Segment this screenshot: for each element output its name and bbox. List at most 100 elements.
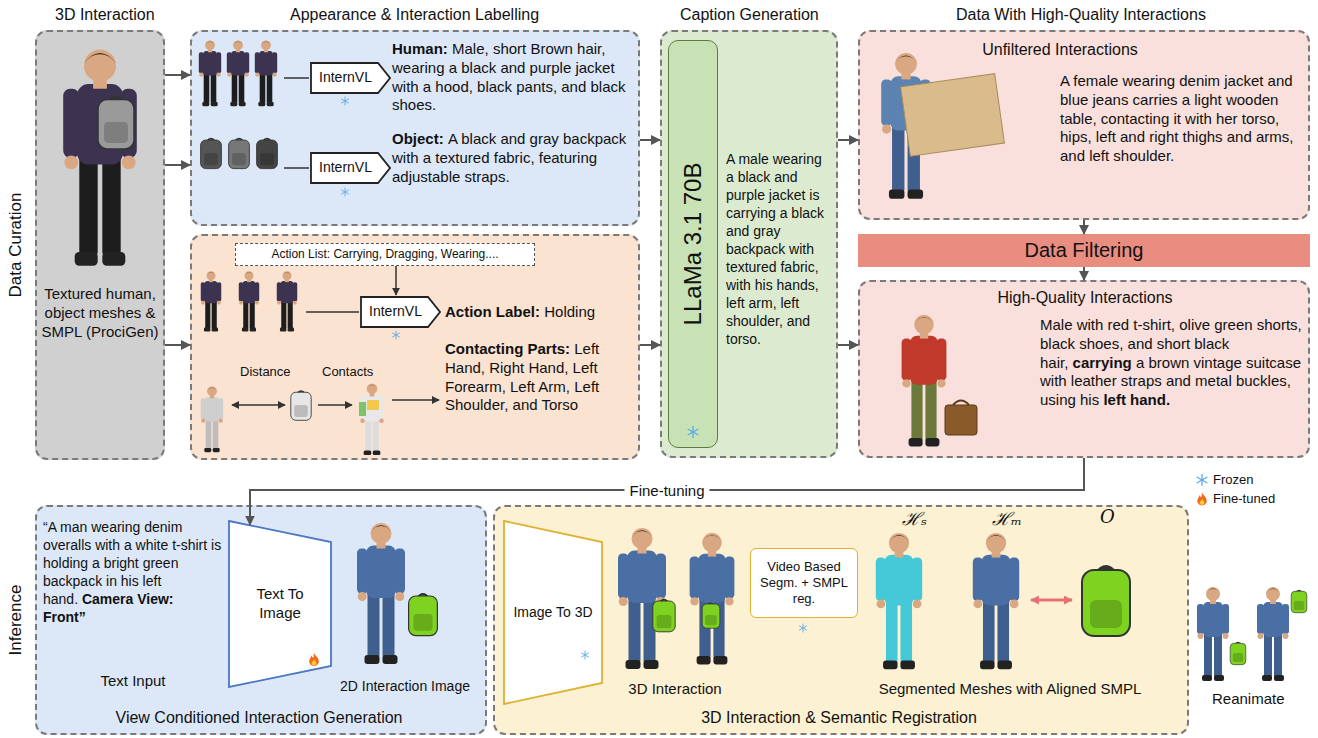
text-block: Contacting Parts:Left Hand, Right Hand, … [445, 340, 635, 415]
text-label: Appearance & Interaction Labelling [290, 6, 539, 24]
generation-panel: Text To Image “A man wearing denim overal… [35, 505, 487, 735]
label-anchor: Contacts [322, 362, 373, 380]
registration-panel: Image To 3D Video Based Segm. + SMPL reg.… [493, 505, 1189, 735]
text-label: Caption Generation [680, 6, 819, 24]
connector-arrow [165, 344, 190, 346]
label-anchor: ℋₛ [902, 506, 927, 530]
text-paragraph: Human:Male, short Brown hair, wearing a … [392, 40, 627, 115]
connector-arrow [838, 344, 858, 346]
segmentation-box: Video Based Segm. + SMPL reg. [750, 548, 858, 618]
label-anchor: Appearance & Interaction Labelling [290, 6, 539, 24]
legend-text: Frozen [1213, 472, 1253, 487]
pentagon-outline [361, 297, 440, 327]
text-block: Unfiltered Interactions [930, 40, 1190, 60]
text-label: High-Quality Interactions [960, 288, 1210, 308]
trapezoid-outline [229, 521, 331, 687]
model-box: InternVL [310, 152, 391, 184]
text-block: A male wearing a black and purple jacket… [726, 150, 832, 348]
text-label: InternVL [369, 303, 422, 321]
text-label: Unfiltered Interactions [930, 40, 1190, 60]
text-label: Textured human, object meshes & SMPL (Pr… [41, 285, 159, 341]
model-box: InternVL [360, 296, 441, 328]
text-label: Data Filtering [1025, 238, 1144, 263]
text-block: 3D Interaction & Semantic Registration [493, 708, 1185, 728]
text-label: InternVL [319, 159, 372, 177]
text-paragraph: Object:A black and gray backpack with a … [392, 130, 627, 186]
model-box: InternVL [310, 62, 391, 94]
text-block: Text Input [43, 672, 223, 691]
text-block: Male with red t-shirt, olive green short… [1040, 316, 1302, 410]
text-label: Action List: Carrying, Dragging, Wearing… [271, 247, 498, 262]
action-list-box: Action List: Carrying, Dragging, Wearing… [235, 243, 535, 266]
caption-panel: LLaMa 3.1 70B A male wearing a black and … [660, 30, 838, 458]
text-block: 2D Interaction Image [330, 678, 480, 696]
unfiltered-panel: Unfiltered Interactions A female wearing … [858, 30, 1310, 220]
text-block: Textured human, object meshes & SMPL (Pr… [41, 285, 159, 341]
text-paragraph: Action Label:Holding [445, 303, 635, 322]
text-label: Text To Image [234, 585, 326, 623]
label-anchor: O [1100, 506, 1115, 527]
pentagon-outline [311, 63, 390, 93]
rotated-text: LLaMa 3.1 70B [679, 163, 707, 326]
text-block: Object:A black and gray backpack with a … [392, 130, 627, 186]
text-block: A female wearing denim jacket and blue j… [1060, 72, 1300, 166]
text-block: 3D Interaction [605, 680, 745, 699]
text-block: Segmented Meshes with Aligned SMPL [860, 680, 1160, 699]
labelling-panel: InternVL InternVL Human:Male, short Brown … [190, 30, 640, 226]
text-paragraph: Contacting Parts:Left Hand, Right Hand, … [445, 340, 635, 415]
legend-text: Fine-tuned [1213, 491, 1275, 506]
edge-label: Fine-tuning [624, 482, 709, 499]
text-block: High-Quality Interactions [960, 288, 1210, 308]
text-label: ℋₘ [992, 506, 1022, 530]
connector-arrow [1083, 267, 1085, 280]
action-panel: Action List: Carrying, Dragging, Wearing… [190, 234, 640, 460]
label-anchor: Reanimate [1212, 690, 1285, 708]
text-label: A male wearing a black and purple jacket… [726, 150, 832, 348]
text-paragraph: “A man wearing denim overalls with a whi… [43, 518, 223, 626]
bold-text: Contacting Parts: [445, 340, 570, 357]
text-label: Data With High-Quality Interactions [956, 6, 1206, 24]
text-block: Human:Male, short Brown hair, wearing a … [392, 40, 627, 115]
text-label: Video Based Segm. + SMPL reg. [757, 559, 851, 608]
text-label: O [1100, 506, 1115, 527]
filtered-panel: High-Quality InteractionsMale with red t… [858, 280, 1310, 458]
label-anchor: 3D Interaction [55, 6, 155, 24]
text-block: View Conditioned Interaction Generation [35, 708, 483, 728]
text-label: ℋₛ [902, 506, 927, 530]
text-label: View Conditioned Interaction Generation [35, 708, 483, 728]
legend-row: Fine-tuned [1195, 489, 1275, 508]
section-label: Data Curation [6, 193, 26, 298]
text-to-image-block: Text To Image [228, 520, 332, 688]
text-label: 3D Interaction & Semantic Registration [493, 708, 1185, 728]
llm-box: LLaMa 3.1 70B [668, 40, 718, 448]
trapezoid-outline [504, 521, 602, 704]
text-label: Distance [240, 364, 291, 379]
legend-symbol [1195, 473, 1209, 487]
text-label: Text Input [43, 672, 223, 691]
image-to-3d-block: Image To 3D [503, 520, 603, 705]
text-label: A female wearing denim jacket and blue j… [1060, 72, 1300, 166]
legend-icon [1197, 492, 1206, 505]
text-label: 2D Interaction Image [330, 678, 480, 696]
connector-arrow [1083, 220, 1085, 234]
filter-band: Data Filtering [858, 234, 1310, 267]
text-label: Contacts [322, 364, 373, 379]
text-block: Action Label:Holding [445, 303, 635, 322]
label-anchor: Data With High-Quality Interactions [956, 6, 1206, 24]
text-label: Reanimate [1212, 690, 1285, 707]
legend-row: Frozen [1195, 470, 1275, 489]
text-label: Image To 3D [513, 604, 592, 622]
text-block: “A man wearing denim overalls with a whi… [43, 518, 223, 626]
bold-text: left hand. [1103, 391, 1170, 408]
legend-symbol [1195, 492, 1209, 506]
connector-arrow [640, 139, 660, 141]
text-label: InternVL [319, 69, 372, 87]
connector-arrow [165, 164, 190, 166]
connector-arrow [640, 344, 660, 346]
connector-arrow [165, 74, 190, 76]
legend-icon [1197, 474, 1207, 485]
body-text: Holding [544, 303, 595, 320]
label-anchor: Distance [240, 362, 291, 380]
connector-arrow [838, 139, 858, 141]
